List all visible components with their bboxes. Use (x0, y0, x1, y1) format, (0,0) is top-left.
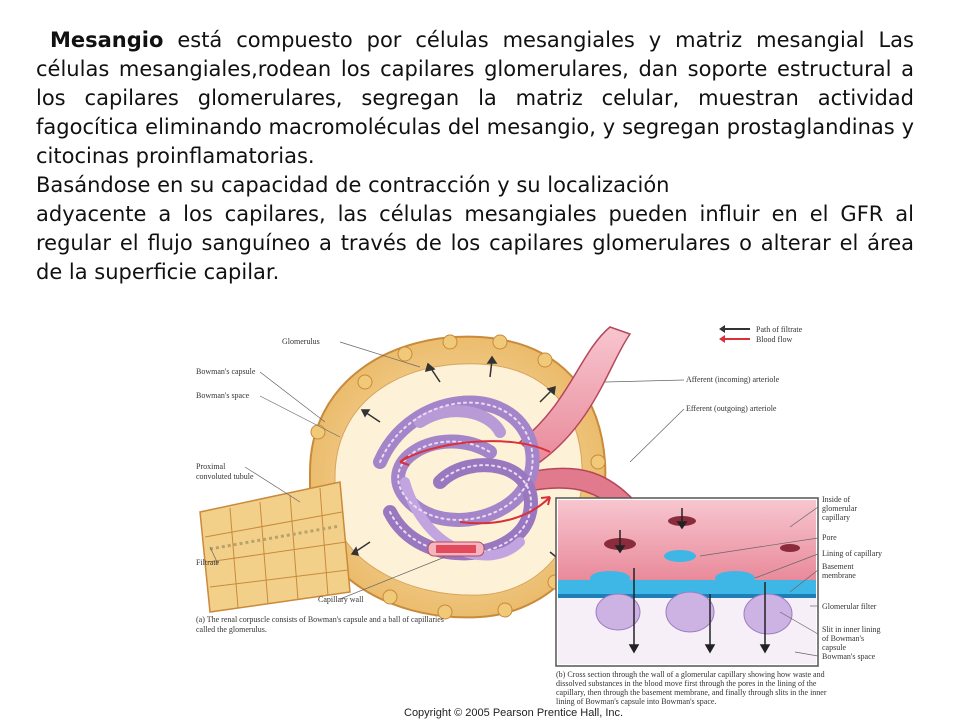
inset-cross-section (555, 497, 819, 667)
caption-b-line-2: dissolved substances in the blood move f… (556, 679, 817, 688)
label-basement-1: Basement (822, 562, 854, 571)
afferent-arteriole (518, 326, 632, 463)
label-bowmans-capsule: Bowman's capsule (196, 367, 256, 376)
label-proximal-2: convoluted tubule (196, 472, 254, 481)
caption-b-line-3: capillary, then through the basement mem… (556, 688, 827, 697)
label-filtrate: Filtrate (196, 558, 220, 567)
paragraph-2: Basándose en su capacidad de contracción… (36, 173, 670, 197)
caption-a-line-1: (a) The renal corpuscle consists of Bowm… (196, 615, 444, 624)
label-slit-1: Slit in inner lining (822, 625, 880, 634)
caption-b-line-4: lining of Bowman's capsule into Bowman's… (556, 697, 716, 706)
label-inside-1: Inside of (822, 495, 851, 504)
term-mesangio: Mesangio (49, 28, 164, 52)
legend-blood-flow: Blood flow (756, 335, 792, 344)
label-glomerular-filter: Glomerular filter (822, 602, 877, 611)
renal-corpuscle-diagram: Path of filtrate Blood flow Glomerulus B… (196, 325, 882, 719)
legend: Path of filtrate Blood flow (719, 325, 803, 344)
label-lining: Lining of capillary (822, 549, 882, 558)
text-block: Mesangio está compuesto por células mesa… (36, 26, 914, 287)
filtrate-arrows (350, 355, 570, 568)
label-inside-2: glomerular (822, 504, 857, 513)
blood-flow-arrows (399, 440, 551, 525)
paragraph-1-body: está compuesto por células mesangiales y… (36, 28, 914, 168)
label-slit-2: of Bowman's (822, 634, 864, 643)
label-bowmans-space-b: Bowman's space (822, 652, 876, 661)
label-capillary-wall: Capillary wall (318, 595, 364, 604)
caption-b-line-1: (b) Cross section through the wall of a … (556, 670, 825, 679)
paragraph-1: Mesangio está compuesto por células mesa… (36, 26, 914, 171)
label-proximal-1: Proximal (196, 462, 226, 471)
label-basement-2: membrane (822, 571, 856, 580)
label-efferent: Efferent (outgoing) arteriole (686, 404, 777, 413)
caption-a-line-2: called the glomerulus. (196, 625, 267, 634)
label-pore: Pore (822, 533, 837, 542)
label-inside-3: capillary (822, 513, 850, 522)
leader-lines-b (699, 506, 819, 657)
paragraph-3: adyacente a los capilares, las células m… (36, 202, 914, 284)
label-slit-3: capsule (822, 643, 846, 652)
label-bowmans-space: Bowman's space (196, 391, 250, 400)
legend-filtrate: Path of filtrate (756, 325, 803, 334)
label-afferent: Afferent (incoming) arteriole (686, 375, 780, 384)
proximal-tubule (199, 481, 351, 613)
copyright: Copyright © 2005 Pearson Prentice Hall, … (404, 707, 623, 719)
label-glomerulus: Glomerulus (282, 337, 320, 346)
leader-lines-a (209, 341, 685, 600)
